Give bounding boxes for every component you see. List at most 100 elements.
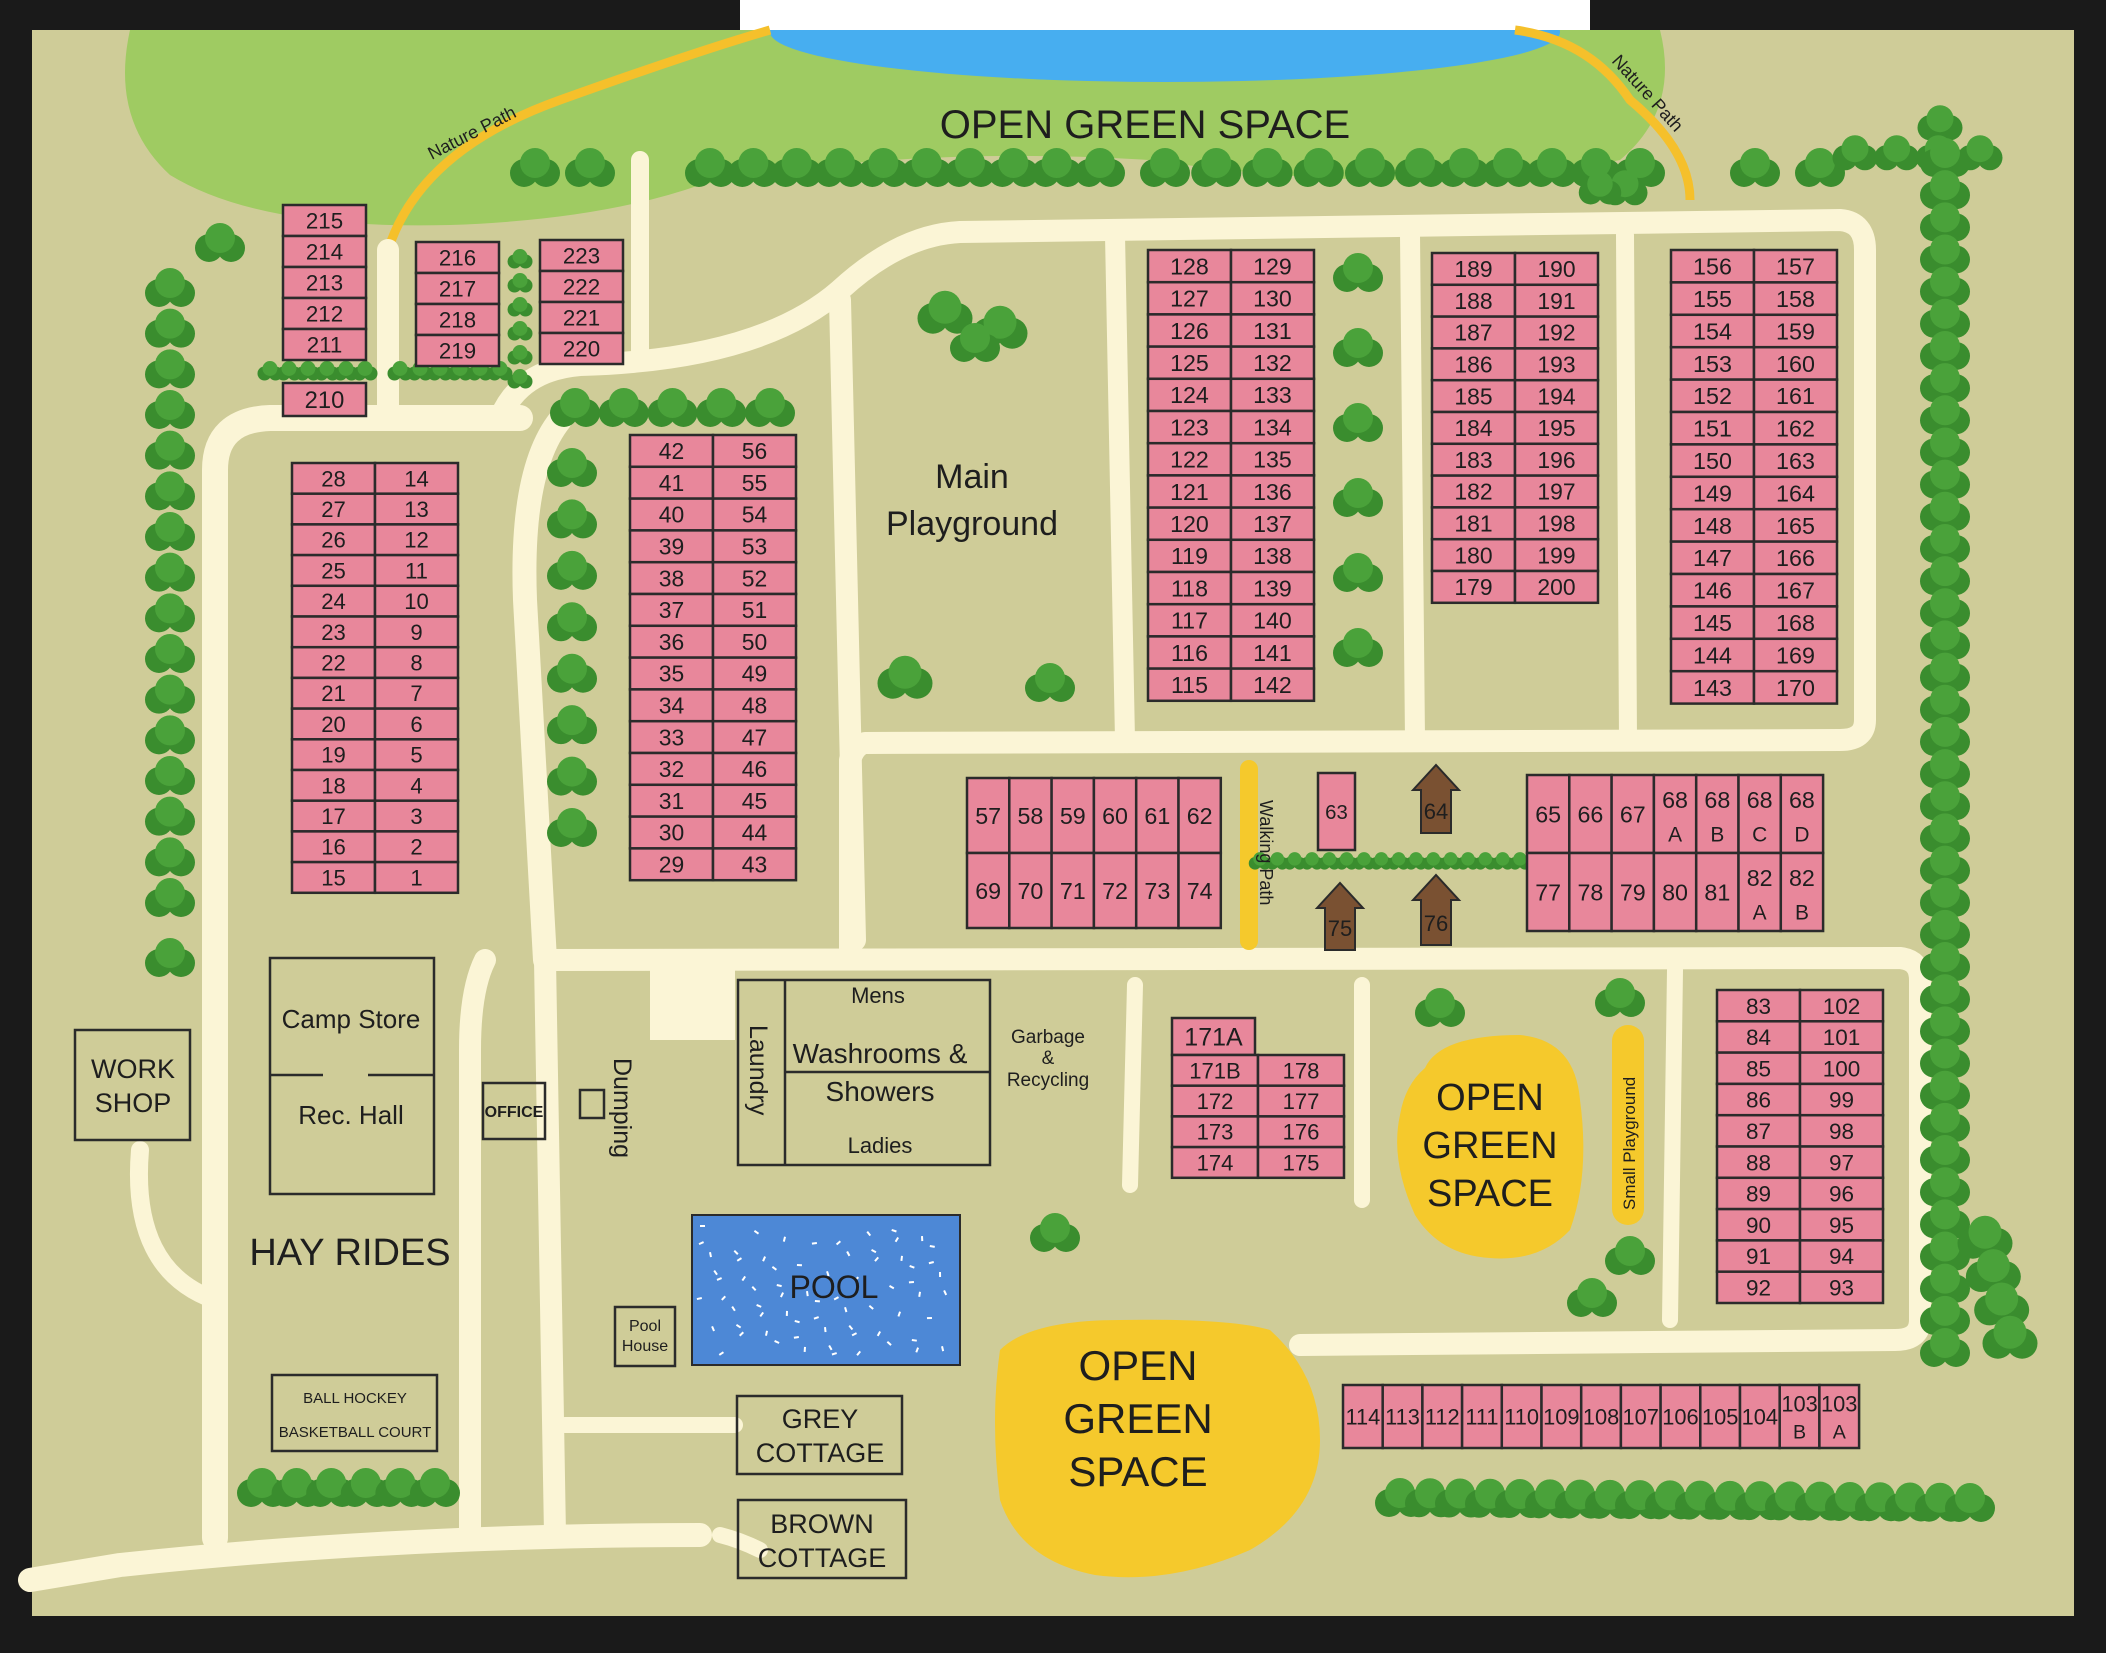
campsite-lot[interactable]: 34 <box>628 688 715 723</box>
campsite-lot[interactable]: 185 <box>1430 378 1517 414</box>
campsite-lot[interactable]: 171A <box>1170 1016 1257 1057</box>
campsite-lot[interactable]: 187 <box>1430 315 1517 350</box>
campsite-lot[interactable]: 4 <box>373 768 460 802</box>
campsite-lot[interactable]: 27 <box>290 492 377 526</box>
campsite-lot[interactable]: 113 <box>1381 1383 1424 1450</box>
campsite-lot[interactable]: 5 <box>373 738 460 772</box>
campsite-lot[interactable]: 217 <box>414 271 501 306</box>
campsite-lot[interactable]: 195 <box>1513 410 1600 446</box>
campsite-lot[interactable]: 104 <box>1738 1383 1781 1450</box>
campsite-lot[interactable]: 142 <box>1229 667 1316 703</box>
campsite-lot[interactable]: 53 <box>711 529 798 564</box>
campsite-lot[interactable]: 183 <box>1430 442 1517 477</box>
campsite-lot[interactable]: 218 <box>414 302 501 337</box>
campsite-lot[interactable]: 8 <box>373 645 460 680</box>
campsite-lot[interactable]: 153 <box>1669 345 1756 381</box>
campsite-lot[interactable]: 193 <box>1513 347 1600 382</box>
campsite-lot[interactable]: 152 <box>1669 378 1756 414</box>
campsite-lot[interactable]: 137 <box>1229 506 1316 542</box>
campsite-lot[interactable]: 124 <box>1146 377 1233 413</box>
campsite-lot[interactable]: 92 <box>1715 1270 1802 1305</box>
campsite-lot[interactable]: 130 <box>1229 280 1316 316</box>
campsite-lot[interactable]: 116 <box>1146 635 1233 670</box>
campsite-lot[interactable]: 156 <box>1669 248 1756 284</box>
campsite-lot[interactable]: 144 <box>1669 637 1756 673</box>
campsite-lot[interactable]: 154 <box>1669 313 1756 349</box>
campsite-lot[interactable]: 68A <box>1652 773 1698 855</box>
campsite-lot[interactable]: 102 <box>1798 988 1885 1023</box>
campsite-lot[interactable]: 165 <box>1752 507 1839 543</box>
campsite-lot[interactable]: 141 <box>1229 635 1316 670</box>
campsite-lot[interactable]: 169 <box>1752 637 1839 673</box>
campsite-lot[interactable]: 110 <box>1500 1383 1543 1450</box>
campsite-lot[interactable]: 115 <box>1146 667 1233 703</box>
campsite-lot[interactable]: 155 <box>1669 281 1756 317</box>
grey-cottage[interactable]: GREY COTTAGE <box>735 1394 904 1476</box>
campsite-lot[interactable]: 132 <box>1229 345 1316 381</box>
campsite-lot[interactable]: 129 <box>1229 248 1316 284</box>
campsite-lot[interactable]: 182 <box>1430 474 1517 509</box>
campsite-lot[interactable]: 127 <box>1146 280 1233 316</box>
campsite-lot[interactable]: 94 <box>1798 1239 1885 1273</box>
campsite-lot[interactable]: 198 <box>1513 506 1600 541</box>
campsite-lot[interactable]: 159 <box>1752 313 1839 349</box>
campsite-lot[interactable]: 80 <box>1652 851 1698 933</box>
campsite-lot[interactable]: 81 <box>1694 851 1740 933</box>
campsite-lot[interactable]: 45 <box>711 783 798 818</box>
campsite-lot[interactable]: 25 <box>290 553 377 588</box>
campsite-lot[interactable]: 56 <box>711 433 798 469</box>
brown-cottage[interactable]: BROWN COTTAGE <box>736 1498 908 1580</box>
campsite-lot[interactable]: 157 <box>1752 248 1839 284</box>
campsite-lot[interactable]: 78 <box>1568 851 1613 933</box>
campsite-lot[interactable]: 200 <box>1513 569 1600 605</box>
campsite-lot[interactable]: 29 <box>628 847 715 882</box>
office[interactable]: OFFICE <box>481 1081 547 1141</box>
campsite-lot[interactable]: 186 <box>1430 347 1517 382</box>
campsite-lot[interactable]: 223 <box>538 238 625 273</box>
campsite-lot[interactable]: 101 <box>1798 1020 1885 1054</box>
campsite-lot[interactable]: 221 <box>538 300 625 335</box>
campsite-lot[interactable]: 51 <box>711 592 798 628</box>
campsite-lot[interactable]: 1 <box>373 860 460 895</box>
campsite-lot[interactable]: 163 <box>1752 443 1839 479</box>
campsite-lot[interactable]: 107 <box>1619 1383 1662 1450</box>
campsite-lot[interactable]: 161 <box>1752 378 1839 414</box>
campsite-lot[interactable]: 22 <box>290 645 377 680</box>
campsite-lot[interactable]: 162 <box>1752 410 1839 446</box>
campsite-lot[interactable]: 100 <box>1798 1051 1885 1086</box>
campsite-lot[interactable]: 160 <box>1752 345 1839 381</box>
campsite-lot[interactable]: 83 <box>1715 988 1802 1023</box>
campsite-lot[interactable]: 2 <box>373 830 460 864</box>
campsite-lot[interactable]: 108 <box>1579 1383 1623 1450</box>
campsite-lot[interactable]: 54 <box>711 497 798 532</box>
campsite-lot[interactable]: 189 <box>1430 251 1517 287</box>
campsite-lot[interactable]: 62 <box>1177 776 1223 855</box>
campsite-lot[interactable]: 180 <box>1430 537 1517 573</box>
campsite-lot[interactable]: 143 <box>1669 669 1756 705</box>
campsite-lot[interactable]: 23 <box>290 615 377 649</box>
campsite-lot[interactable]: 197 <box>1513 474 1600 509</box>
washrooms-laundry[interactable]: Laundry Mens Washrooms & Showers Ladies <box>736 978 992 1167</box>
campsite-lot[interactable]: 117 <box>1146 602 1233 638</box>
campsite-lot[interactable]: 106 <box>1659 1383 1702 1450</box>
campsite-lot[interactable]: 7 <box>373 676 460 710</box>
campsite-lot[interactable]: 138 <box>1229 538 1316 574</box>
campsite-lot[interactable]: 134 <box>1229 409 1316 445</box>
campsite-lot[interactable]: 35 <box>628 656 715 691</box>
campsite-lot[interactable]: 167 <box>1752 572 1839 608</box>
campsite-lot[interactable]: 46 <box>711 751 798 787</box>
campsite-lot[interactable]: 174 <box>1170 1145 1260 1180</box>
campsite-lot[interactable]: 3 <box>373 799 460 833</box>
campsite-lot[interactable]: 219 <box>414 333 501 368</box>
campsite-lot[interactable]: 86 <box>1715 1082 1802 1117</box>
campsite-lot[interactable]: 220 <box>538 331 625 366</box>
campsite-lot[interactable]: 191 <box>1513 283 1600 318</box>
camp-store-rec-hall[interactable]: Camp Store Rec. Hall <box>268 956 436 1196</box>
campsite-lot[interactable]: 190 <box>1513 251 1600 287</box>
campsite-lot[interactable]: 60 <box>1092 776 1138 855</box>
campsite-lot[interactable]: 196 <box>1513 442 1600 477</box>
campsite-lot[interactable]: 37 <box>628 592 715 628</box>
pool-house[interactable]: Pool House <box>613 1305 677 1368</box>
campsite-lot[interactable]: 173 <box>1170 1115 1260 1149</box>
